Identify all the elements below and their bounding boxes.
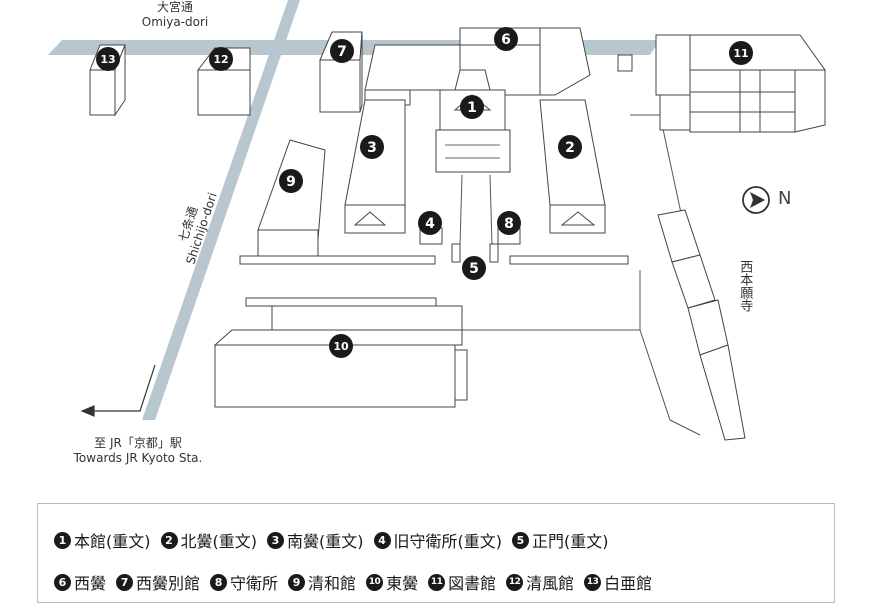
temple-label: 西本願寺 (737, 260, 753, 312)
legend-text: 清風館 (526, 574, 575, 593)
marker-6: 6 (494, 27, 518, 51)
svg-text:1: 1 (467, 100, 477, 116)
svg-text:6: 6 (501, 32, 511, 48)
marker-8: 8 (497, 211, 521, 235)
svg-text:10: 10 (333, 340, 349, 353)
marker-3: 3 (360, 135, 384, 159)
svg-text:7: 7 (337, 44, 347, 60)
marker-9: 9 (279, 169, 303, 193)
legend-text: 清和館 (308, 574, 357, 593)
svg-text:9: 9 (286, 174, 296, 190)
legend-number-badge: 2 (160, 531, 178, 549)
small-structure (617, 54, 633, 72)
legend-text: 白亜館 (604, 574, 653, 593)
marker-2: 2 (558, 135, 582, 159)
main-gate (451, 243, 499, 263)
legend-text: 正門(重文) (532, 532, 609, 551)
legend-number-badge: 7 (116, 573, 134, 591)
marker-13: 13 (96, 47, 120, 71)
direction-arrow (80, 364, 156, 417)
svg-text:5: 5 (469, 261, 479, 277)
svg-text:4: 4 (425, 216, 435, 232)
legend-text: 南黌(重文) (287, 532, 364, 551)
marker-12: 12 (209, 47, 233, 71)
fence (245, 297, 437, 307)
omiya-dori-label: 大宮通 Omiya-dori (130, 0, 220, 30)
legend-text: 西黌別館 (136, 574, 201, 593)
legend-number-badge: 11 (428, 573, 446, 591)
path-line (489, 174, 493, 246)
svg-text:11: 11 (733, 47, 748, 60)
marker-5: 5 (462, 256, 486, 280)
building-higashi-yoku (213, 305, 468, 408)
marker-11: 11 (729, 41, 753, 65)
omiya-dori-en: Omiya-dori (141, 15, 209, 29)
marker-7: 7 (330, 39, 354, 63)
svg-text:2: 2 (565, 140, 575, 156)
marker-10: 10 (329, 334, 353, 358)
shichijo-dori-road (142, 0, 300, 420)
building-minami-yoku (344, 99, 406, 234)
legend-number-badge: 13 (584, 573, 602, 591)
legend-number-badge: 6 (54, 573, 71, 591)
building-seiwakan (257, 139, 326, 259)
legend-number-badge: 5 (512, 531, 529, 549)
legend-text: 東黌 (386, 574, 419, 593)
legend-number-badge: 3 (267, 531, 284, 549)
north-label: N (778, 188, 792, 209)
legend-text: 旧守衛所(重文) (393, 532, 503, 551)
omiya-dori-ja: 大宮通 (156, 0, 193, 14)
legend-text: 北黌(重文) (180, 532, 258, 551)
svg-text:8: 8 (504, 216, 514, 232)
legend-number-badge: 12 (506, 573, 524, 591)
legend-text: 本館(重文) (74, 532, 151, 551)
legend-number-badge: 8 (210, 573, 228, 591)
temple-buildings (657, 209, 746, 441)
legend-text: 西黌 (74, 574, 107, 593)
marker-1: 1 (460, 95, 484, 119)
legend-number-badge: 1 (54, 531, 71, 549)
legend-text: 図書館 (448, 574, 497, 593)
north-arrow-icon (742, 186, 770, 214)
legend-number-badge: 4 (373, 531, 391, 549)
path-line (459, 174, 463, 246)
svg-text:12: 12 (213, 53, 228, 66)
fence (239, 255, 436, 265)
campus-map: 1 2 3 4 5 6 7 8 9 10 11 12 13 (48, 0, 826, 441)
svg-text:13: 13 (100, 53, 115, 66)
marker-4: 4 (418, 211, 442, 235)
fence (509, 255, 629, 265)
direction-label: 至 JR「京都」駅 Towards JR Kyoto Sta. (48, 436, 228, 466)
path-line (458, 329, 701, 436)
legend-text: 守衛所 (230, 574, 279, 593)
legend-number-badge: 10 (366, 573, 384, 591)
direction-ja: 至 JR「京都」駅 (94, 436, 182, 450)
svg-text:3: 3 (367, 140, 377, 156)
building-kita-yoku (539, 99, 606, 234)
legend-number-badge: 9 (288, 573, 306, 591)
direction-en: Towards JR Kyoto Sta. (73, 451, 203, 465)
